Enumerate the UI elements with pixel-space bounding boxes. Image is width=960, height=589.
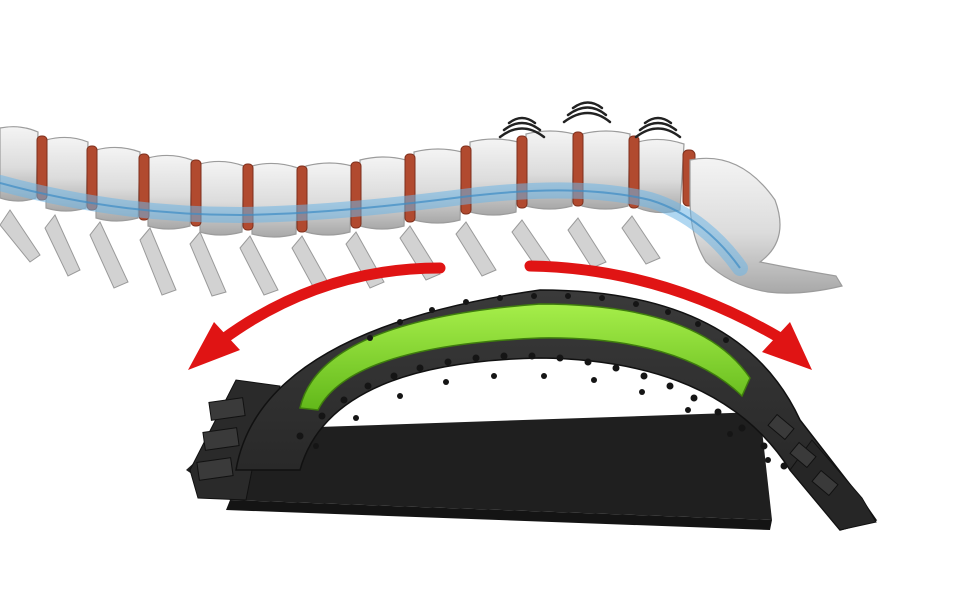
vibration-waves-icon xyxy=(562,101,612,124)
massage-nubs xyxy=(296,293,788,470)
spine-model xyxy=(0,126,843,297)
foam-pad xyxy=(299,303,751,411)
back-stretcher xyxy=(186,289,878,531)
vibration-waves-icon xyxy=(498,116,546,139)
vibration-waves-icon xyxy=(634,116,682,139)
left-arrow-icon xyxy=(188,262,446,370)
right-arrow-icon xyxy=(524,260,812,370)
sacrum xyxy=(689,157,843,294)
stretcher-base xyxy=(186,412,772,520)
spine-processes xyxy=(0,209,661,297)
